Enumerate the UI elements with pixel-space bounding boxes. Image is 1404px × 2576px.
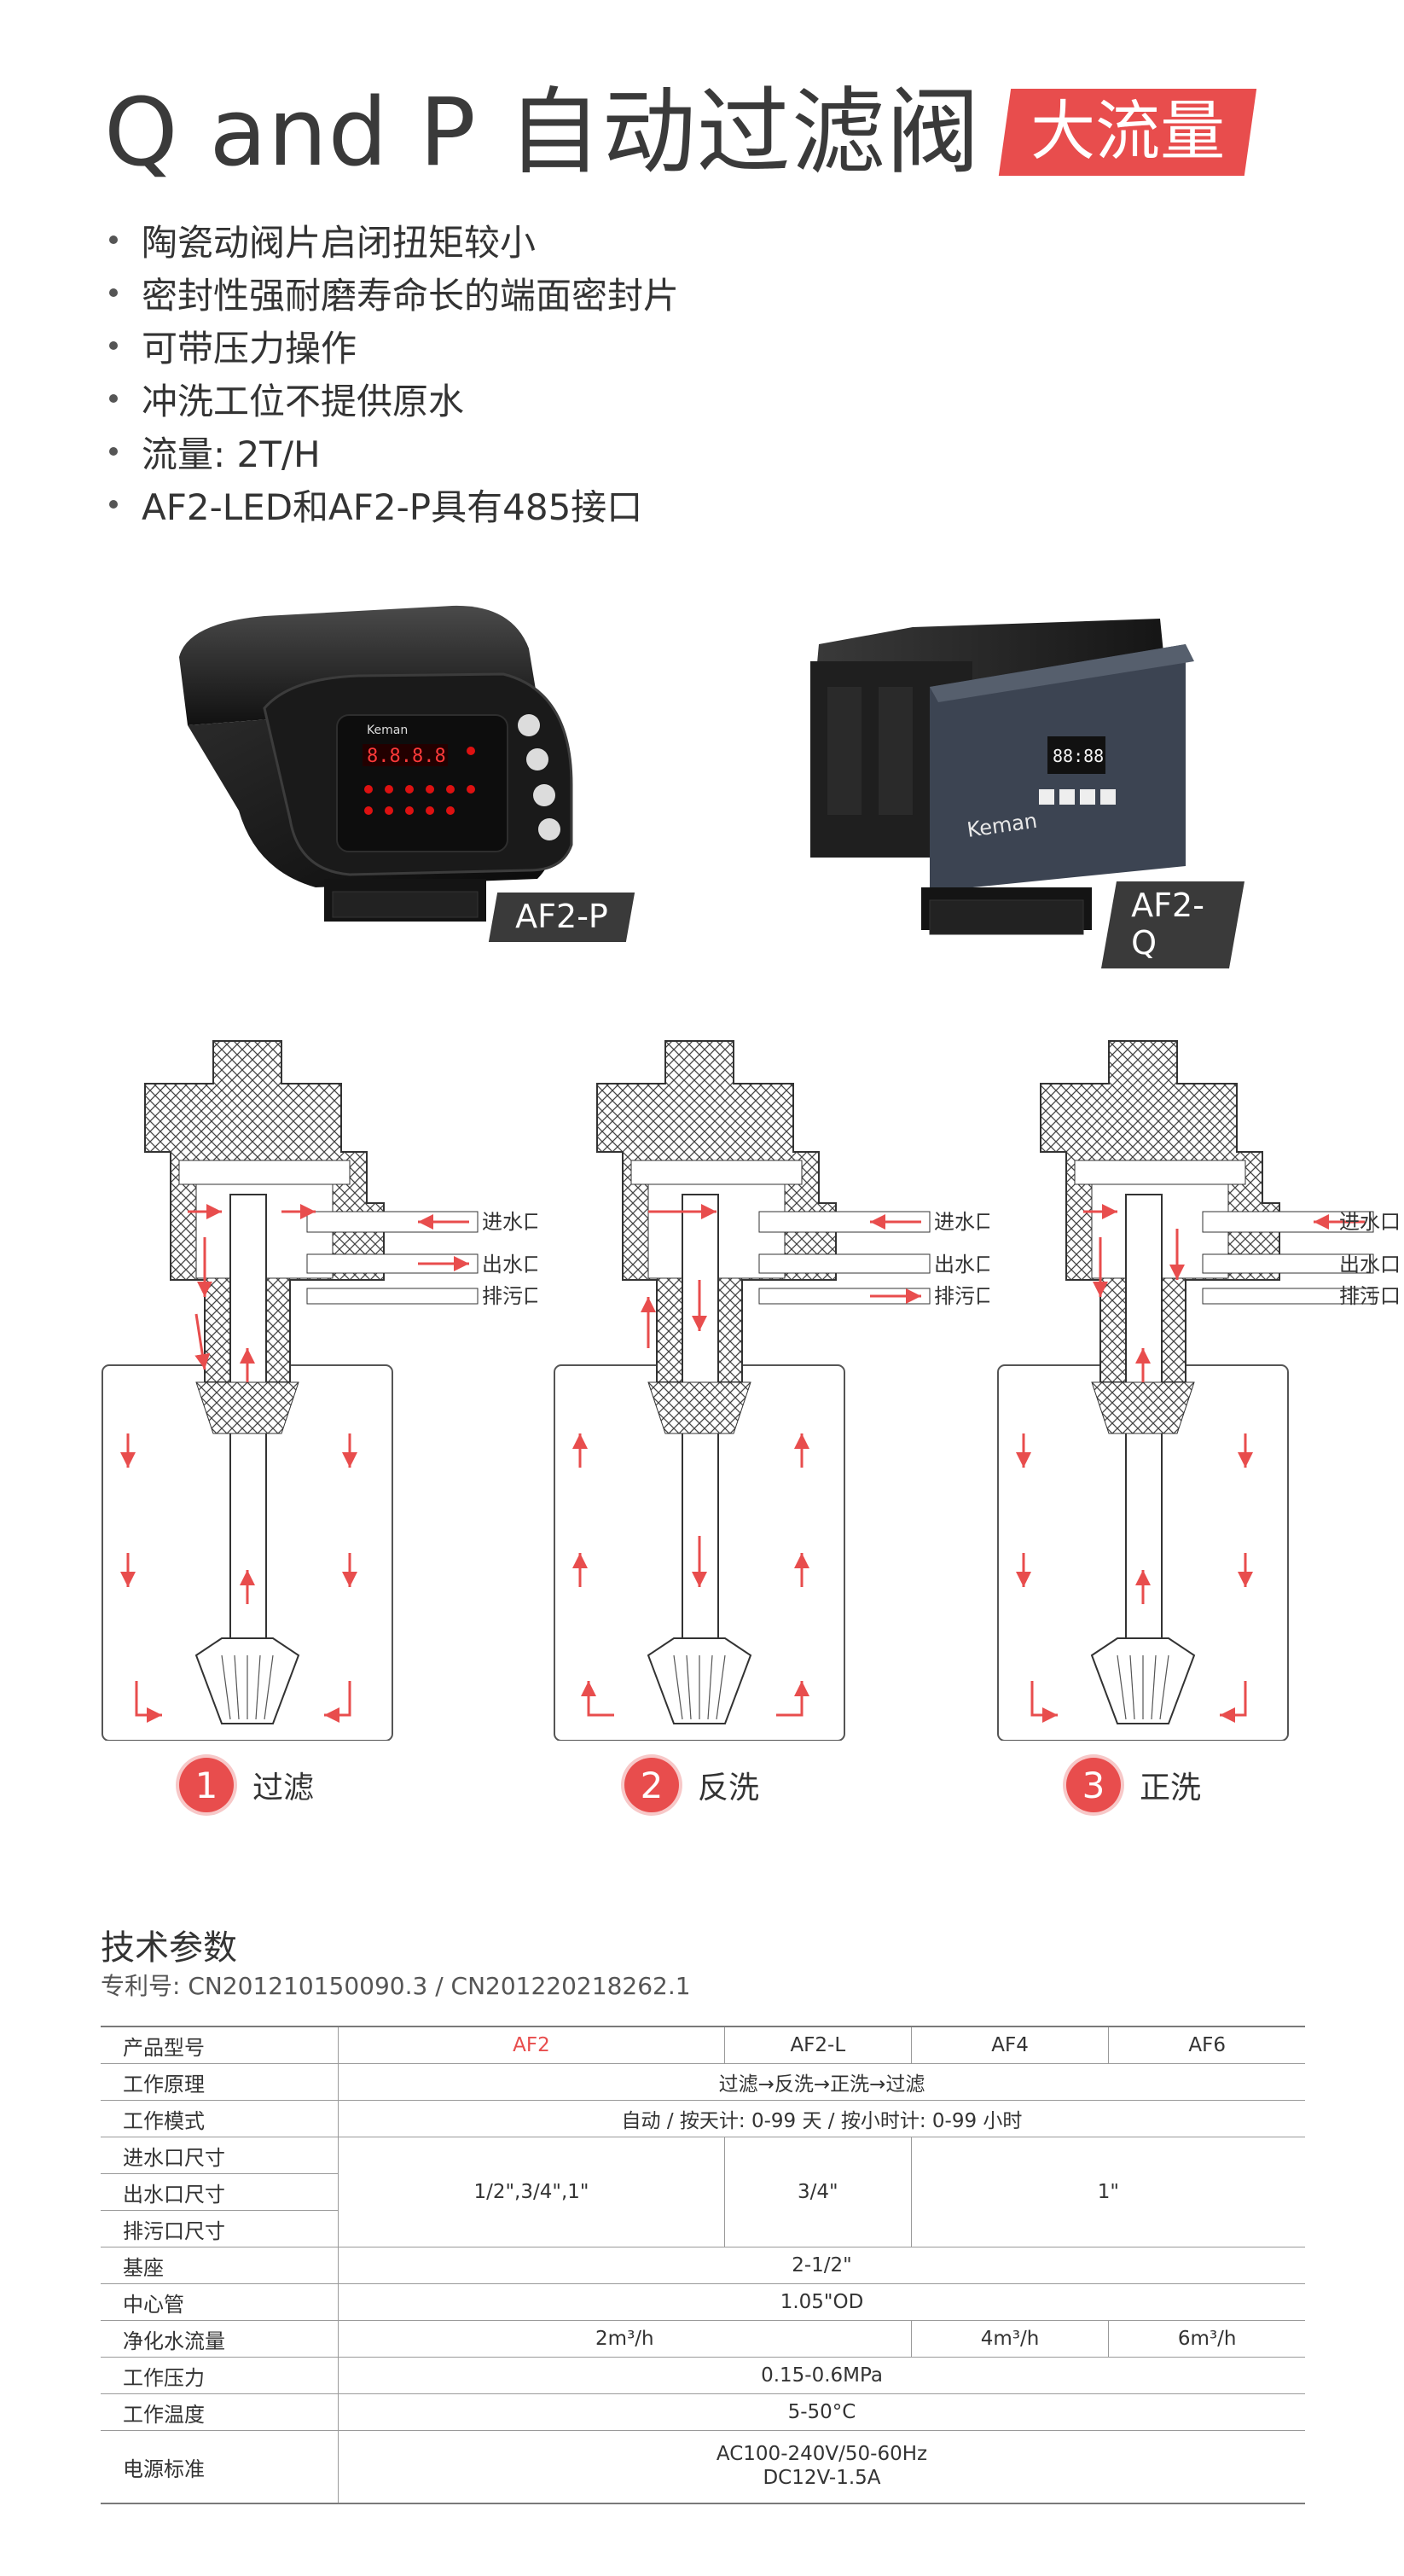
spec-title: 技术参数	[101, 1928, 237, 1968]
page-title: Q and P 自动过滤阀	[104, 78, 981, 187]
patent-number: 专利号: CN201210150090.3 / CN201220218262.1	[101, 1972, 691, 2000]
table-row: 工作原理 过滤→反洗→正洗→过滤	[101, 2063, 1305, 2101]
title-row: Q and P 自动过滤阀 大流量	[104, 78, 1256, 187]
drain-label: 排污口	[934, 1284, 989, 1308]
model-af6: AF6	[1108, 2026, 1305, 2064]
drain-label: 排污口	[1339, 1284, 1401, 1308]
product-af2-q: 88:88 Keman AF2-Q	[793, 610, 1244, 968]
diagram-rinse: 进水口 出水口 排污口	[989, 1024, 1404, 1745]
model-af2: AF2	[338, 2026, 725, 2064]
af2-q-valve-image: 88:88 Keman	[810, 619, 1194, 935]
table-row: 出水口尺寸	[101, 2173, 1305, 2211]
inlet-label: 进水口	[482, 1210, 537, 1234]
step-number-badge: 3	[1066, 1758, 1121, 1812]
feature-item: 陶瓷动阀片启闭扭矩较小	[109, 213, 679, 266]
af2-q-label: AF2-Q	[1101, 881, 1244, 968]
step-label: 过滤	[252, 1771, 315, 1806]
af2-p-brand-text: Keman	[367, 724, 408, 737]
table-row: 电源标准 AC100-240V/50-60Hz DC12V-1.5A	[101, 2430, 1305, 2504]
bullet-icon	[109, 394, 118, 403]
feature-item: 冲洗工位不提供原水	[109, 372, 679, 425]
feature-list: 陶瓷动阀片启闭扭矩较小 密封性强耐磨寿命长的端面密封片 可带压力操作 冲洗工位不…	[109, 213, 679, 531]
high-flow-badge-text: 大流量	[1030, 93, 1225, 170]
table-row: 工作模式 自动 / 按天计: 0-99 天 / 按小时计: 0-99 小时	[101, 2100, 1305, 2137]
table-row: 排污口尺寸	[101, 2210, 1305, 2247]
backwash-flow-diagram: 进水口 出水口 排污口	[554, 1040, 995, 1742]
feature-item: 密封性强耐磨寿命长的端面密封片	[109, 266, 679, 319]
step-number-badge: 2	[624, 1758, 679, 1812]
diagram-backwash: 进水口 出水口 排污口	[546, 1024, 995, 1745]
step-backwash: 2 反洗	[624, 1758, 759, 1812]
step-label: 正洗	[1140, 1771, 1202, 1806]
table-row: 净化水流量 2m³/h 4m³/h 6m³/h	[101, 2320, 1305, 2358]
table-row: 进水口尺寸 1/2",3/4",1" 3/4" 1"	[101, 2137, 1305, 2247]
table-row: 工作压力 0.15-0.6MPa	[101, 2357, 1305, 2394]
step-number-badge: 1	[179, 1758, 234, 1812]
filter-flow-diagram: 进水口 出水口 排污口	[102, 1040, 543, 1742]
step-rinse: 3 正洗	[1066, 1758, 1201, 1812]
outlet-label: 出水口	[482, 1253, 537, 1276]
table-row: 产品型号 AF2 AF2-L AF4 AF6	[101, 2026, 1305, 2064]
step-label: 反洗	[698, 1771, 760, 1806]
bullet-icon	[109, 500, 118, 509]
outlet-label: 出水口	[1339, 1253, 1401, 1276]
bullet-icon	[109, 236, 118, 244]
spec-table: 产品型号 AF2 AF2-L AF4 AF6 工作原理 过滤→反洗→正洗→过滤 …	[101, 2026, 1305, 2504]
table-row: 中心管 1.05"OD	[101, 2283, 1305, 2321]
rinse-flow-diagram: 进水口 出水口 排污口	[997, 1040, 1401, 1742]
outlet-label: 出水口	[934, 1253, 989, 1276]
product-af2-p: Keman 8.8.8.8 AF2-P	[171, 597, 648, 956]
table-row: 基座 2-1/2"	[101, 2247, 1305, 2284]
model-af2-l: AF2-L	[723, 2026, 912, 2064]
feature-item: 可带压力操作	[109, 319, 679, 372]
feature-item: AF2-LED和AF2-P具有485接口	[109, 478, 679, 531]
inlet-label: 进水口	[1339, 1210, 1401, 1234]
high-flow-badge: 大流量	[998, 89, 1256, 176]
bullet-icon	[109, 447, 118, 456]
svg-text:8.8.8.8: 8.8.8.8	[367, 746, 446, 767]
step-filter: 1 过滤	[179, 1758, 314, 1812]
svg-text:88:88: 88:88	[1053, 746, 1104, 766]
bullet-icon	[109, 288, 118, 297]
inlet-label: 进水口	[934, 1210, 989, 1234]
af2-p-valve-image: Keman 8.8.8.8	[179, 605, 573, 922]
af2-p-label: AF2-P	[488, 893, 635, 942]
bullet-icon	[109, 341, 118, 350]
model-af4: AF4	[910, 2026, 1109, 2064]
table-row: 工作温度 5-50°C	[101, 2393, 1305, 2431]
feature-item: 流量: 2T/H	[109, 425, 679, 478]
diagram-filter: 进水口 出水口 排污口	[94, 1024, 543, 1745]
drain-label: 排污口	[482, 1284, 537, 1308]
